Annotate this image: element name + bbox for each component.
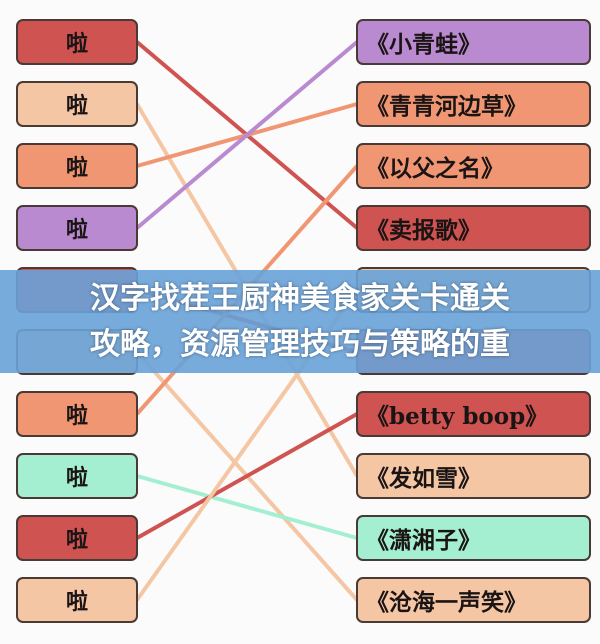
left-tile[interactable]: 啦	[16, 515, 138, 561]
right-tile[interactable]: 《潇湘子》	[356, 515, 591, 561]
left-tile[interactable]: 啦	[16, 453, 138, 499]
left-tile[interactable]: 啦	[16, 577, 138, 623]
right-tile[interactable]: 《发如雪》	[356, 453, 591, 499]
right-tile[interactable]: 《沧海一声笑》	[356, 577, 591, 623]
title-banner: 汉字找茬王厨神美食家关卡通关 攻略，资源管理技巧与策略的重	[0, 270, 600, 373]
right-tile[interactable]: 《青青河边草》	[356, 81, 591, 127]
right-tile[interactable]: 《卖报歌》	[356, 205, 591, 251]
left-tile[interactable]: 啦	[16, 81, 138, 127]
right-tile[interactable]: 《以父之名》	[356, 143, 591, 189]
left-tile[interactable]: 啦	[16, 391, 138, 437]
banner-title-line2: 攻略，资源管理技巧与策略的重	[90, 326, 510, 362]
right-tile[interactable]: 《小青蛙》	[356, 19, 591, 65]
connection-line	[136, 412, 358, 540]
connection-line	[136, 474, 358, 540]
left-tile[interactable]: 啦	[16, 205, 138, 251]
banner-title-line1: 汉字找茬王厨神美食家关卡通关	[90, 280, 510, 316]
connection-line	[135, 40, 359, 230]
left-tile[interactable]: 啦	[16, 19, 138, 65]
right-tile[interactable]: 《betty boop》	[356, 391, 591, 437]
left-tile[interactable]: 啦	[16, 143, 138, 189]
